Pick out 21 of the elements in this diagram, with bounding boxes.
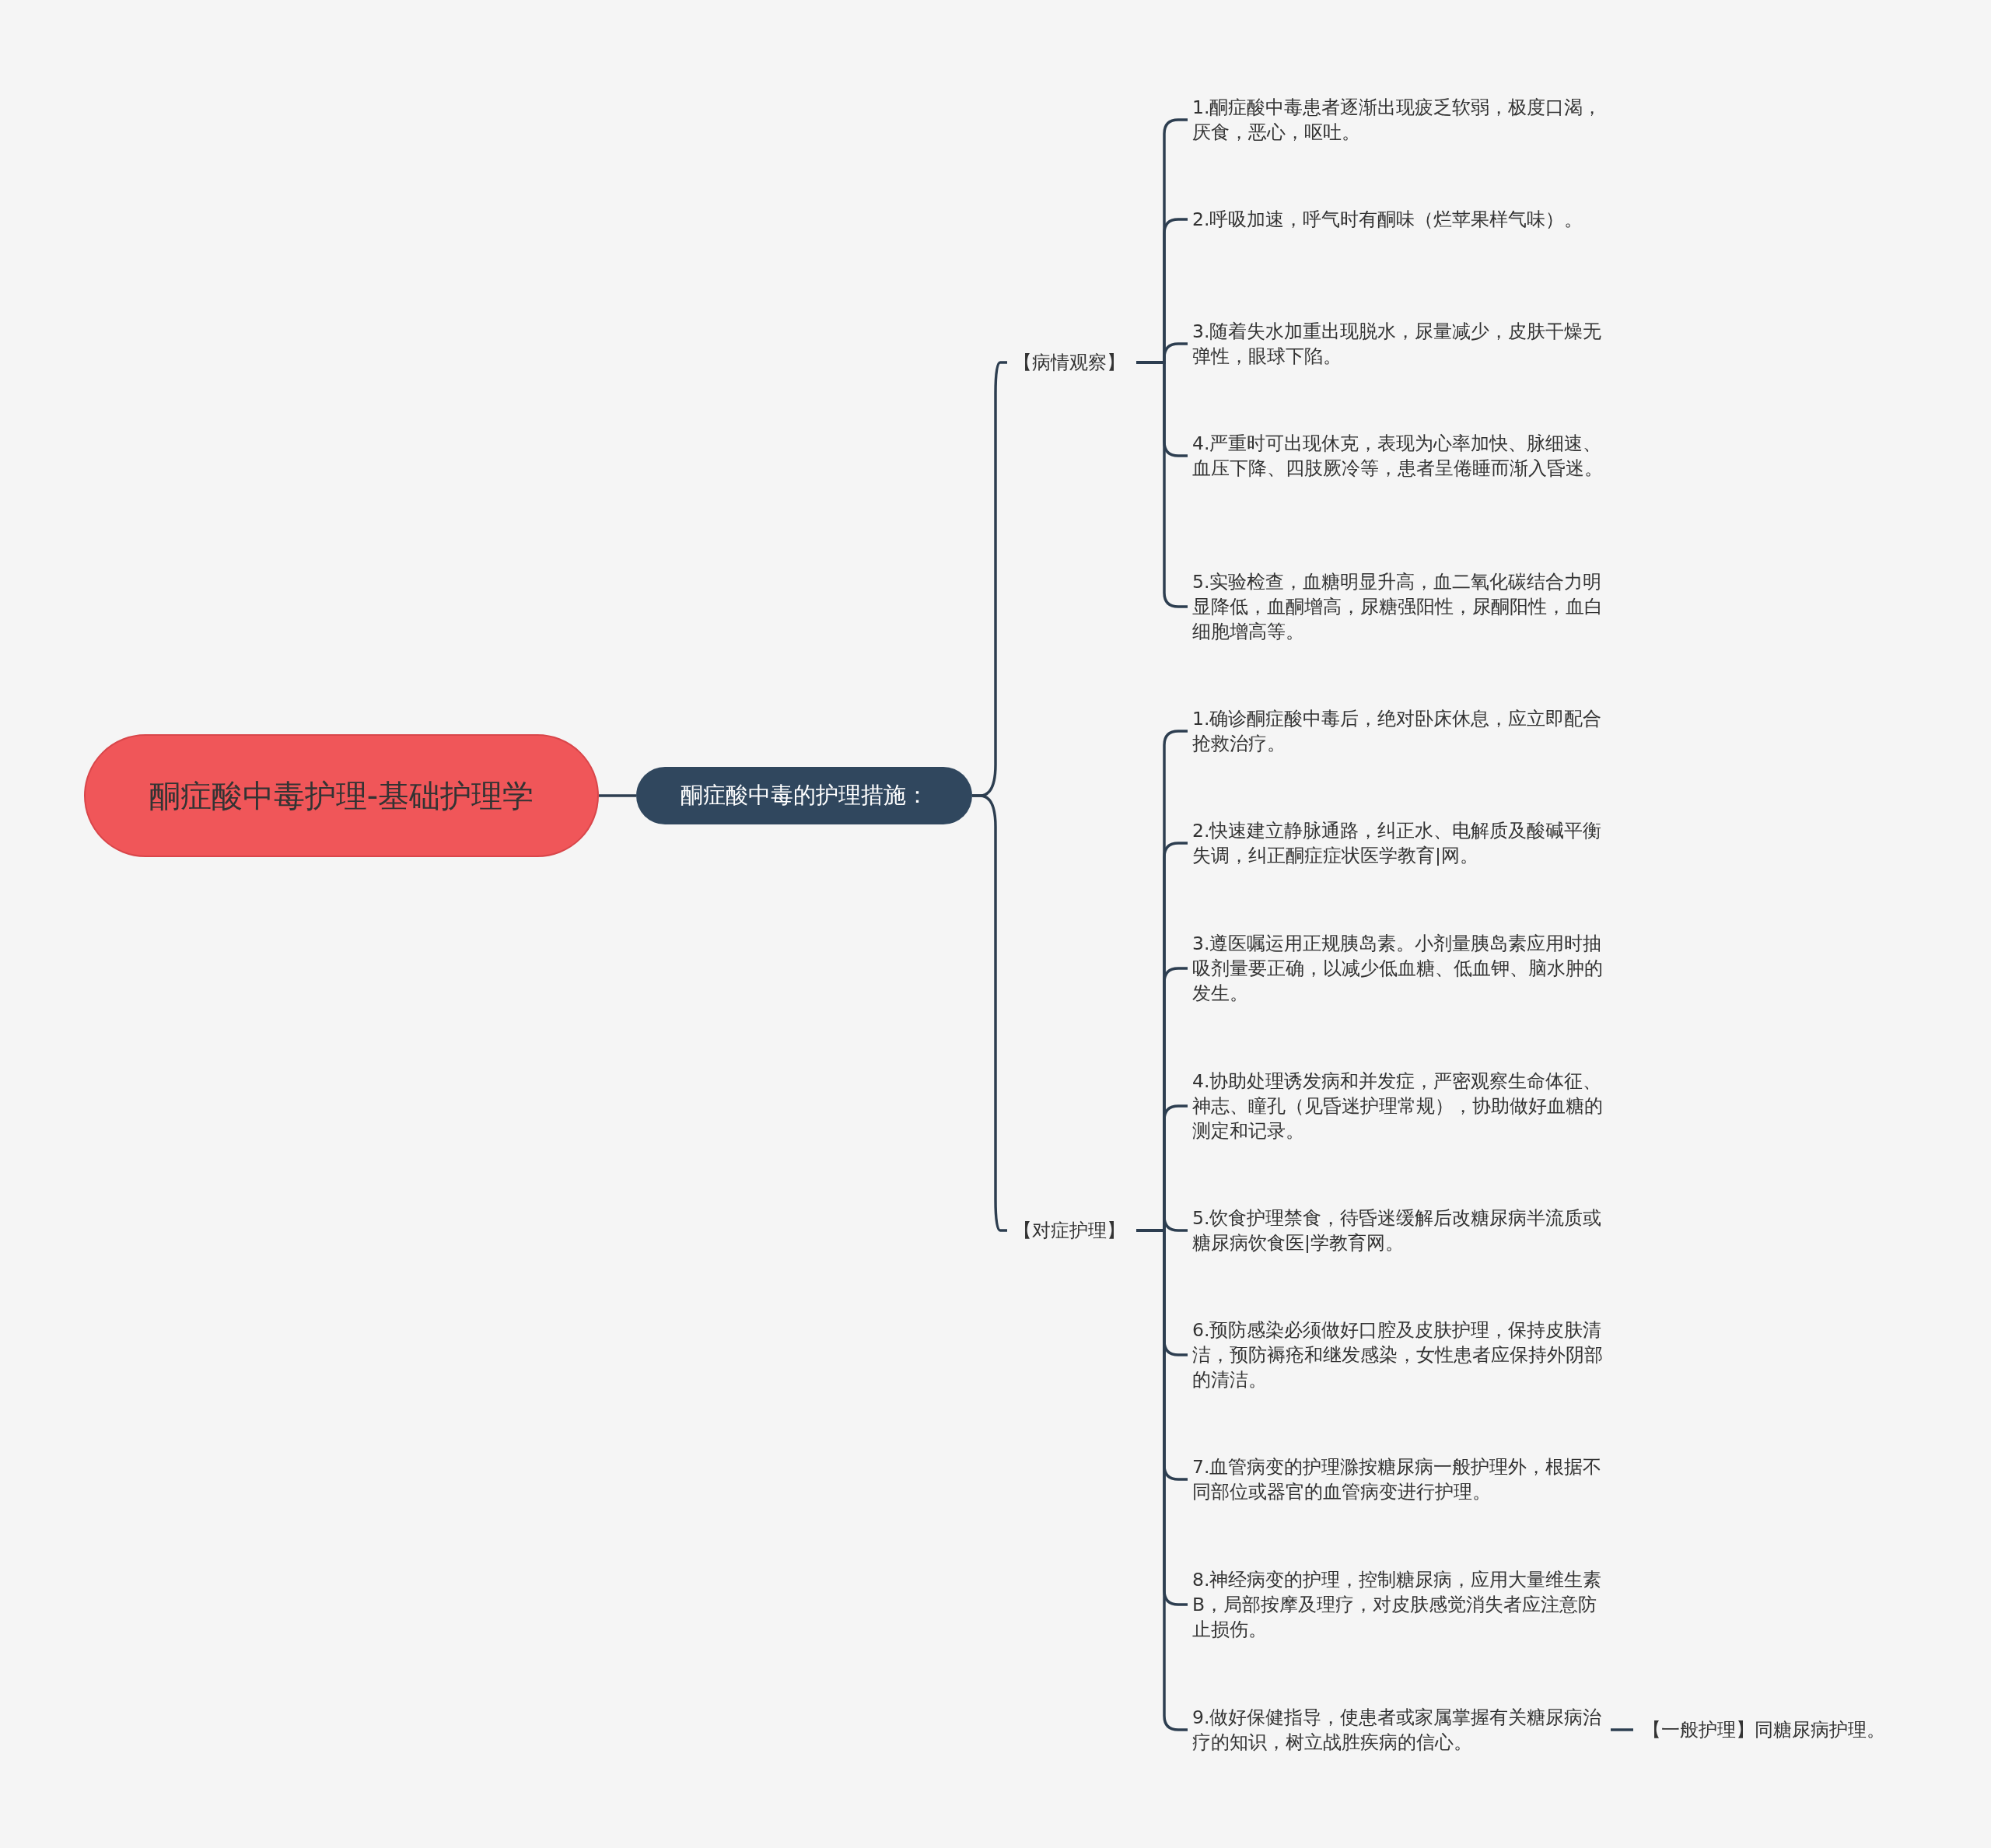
topic-text: 2.快速建立静脉通路，纠正水、电解质及酸碱平衡失调，纠正酮症症状医学教育|网。 xyxy=(1192,818,1604,868)
topic-text: 4.严重时可出现休克，表现为心率加快、脉细速、血压下降、四肢厥冷等，患者呈倦睡而渐入昏迷。 xyxy=(1192,431,1604,481)
topic-text: 5.饮食护理禁食，待昏迷缓解后改糖尿病半流质或糖尿病饮食医|学教育网。 xyxy=(1192,1206,1604,1255)
connector-line xyxy=(1611,1728,1633,1731)
main-topic: 酮症酸中毒的护理措施： xyxy=(636,767,972,824)
topic-text: 9.做好保健指导，使患者或家属掌握有关糖尿病治疗的知识，树立战胜疾病的信心。 xyxy=(1192,1705,1604,1755)
topic-text: 7.血管病变的护理滁按糖尿病一般护理外，根据不同部位或器官的血管病变进行护理。 xyxy=(1192,1454,1604,1504)
central-topic: 酮症酸中毒护理-基础护理学 xyxy=(84,734,599,857)
topic-text: 3.随着失水加重出现脱水，尿量减少，皮肤干燥无弹性，眼球下陷。 xyxy=(1192,319,1604,369)
topic-text: 8.神经病变的护理，控制糖尿病，应用大量维生素B，局部按摩及理疗，对皮肤感觉消失者应注意防止损伤。 xyxy=(1192,1567,1604,1642)
topic-text: 3.遵医嘱运用正规胰岛素。小剂量胰岛素应用时抽吸剂量要正确，以减少低血糖、低血钾、脑水肿的发生。 xyxy=(1192,931,1604,1006)
branch-topic: 【病情观察】 xyxy=(1013,350,1125,375)
topic-text: 4.协助处理诱发病和并发症，严密观察生命体征、神志、瞳孔（见昏迷护理常规），协助做好血糖的测定和记录。 xyxy=(1192,1069,1604,1143)
topic-text: 1.酮症酸中毒患者逐渐出现疲乏软弱，极度口渴，厌食，恶心，呕吐。 xyxy=(1192,95,1604,145)
topic-text: 1.确诊酮症酸中毒后，绝对卧床休息，应立即配合抢救治疗。 xyxy=(1192,706,1604,756)
topic-text: 【一般护理】同糖尿病护理。 xyxy=(1643,1717,1885,1742)
connector-line xyxy=(599,794,636,797)
branch-topic: 【对症护理】 xyxy=(1013,1218,1125,1243)
topic-text: 6.预防感染必须做好口腔及皮肤护理，保持皮肤清洁，预防褥疮和继发感染，女性患者应保持外阴部的清洁。 xyxy=(1192,1318,1604,1392)
topic-text: 2.呼吸加速，呼气时有酮味（烂苹果样气味）。 xyxy=(1192,207,1604,232)
topic-text: 5.实验检查，血糖明显升高，血二氧化碳结合力明显降低，血酮增高，尿糖强阳性，尿酮阳性，血白细胞增高等。 xyxy=(1192,569,1604,644)
